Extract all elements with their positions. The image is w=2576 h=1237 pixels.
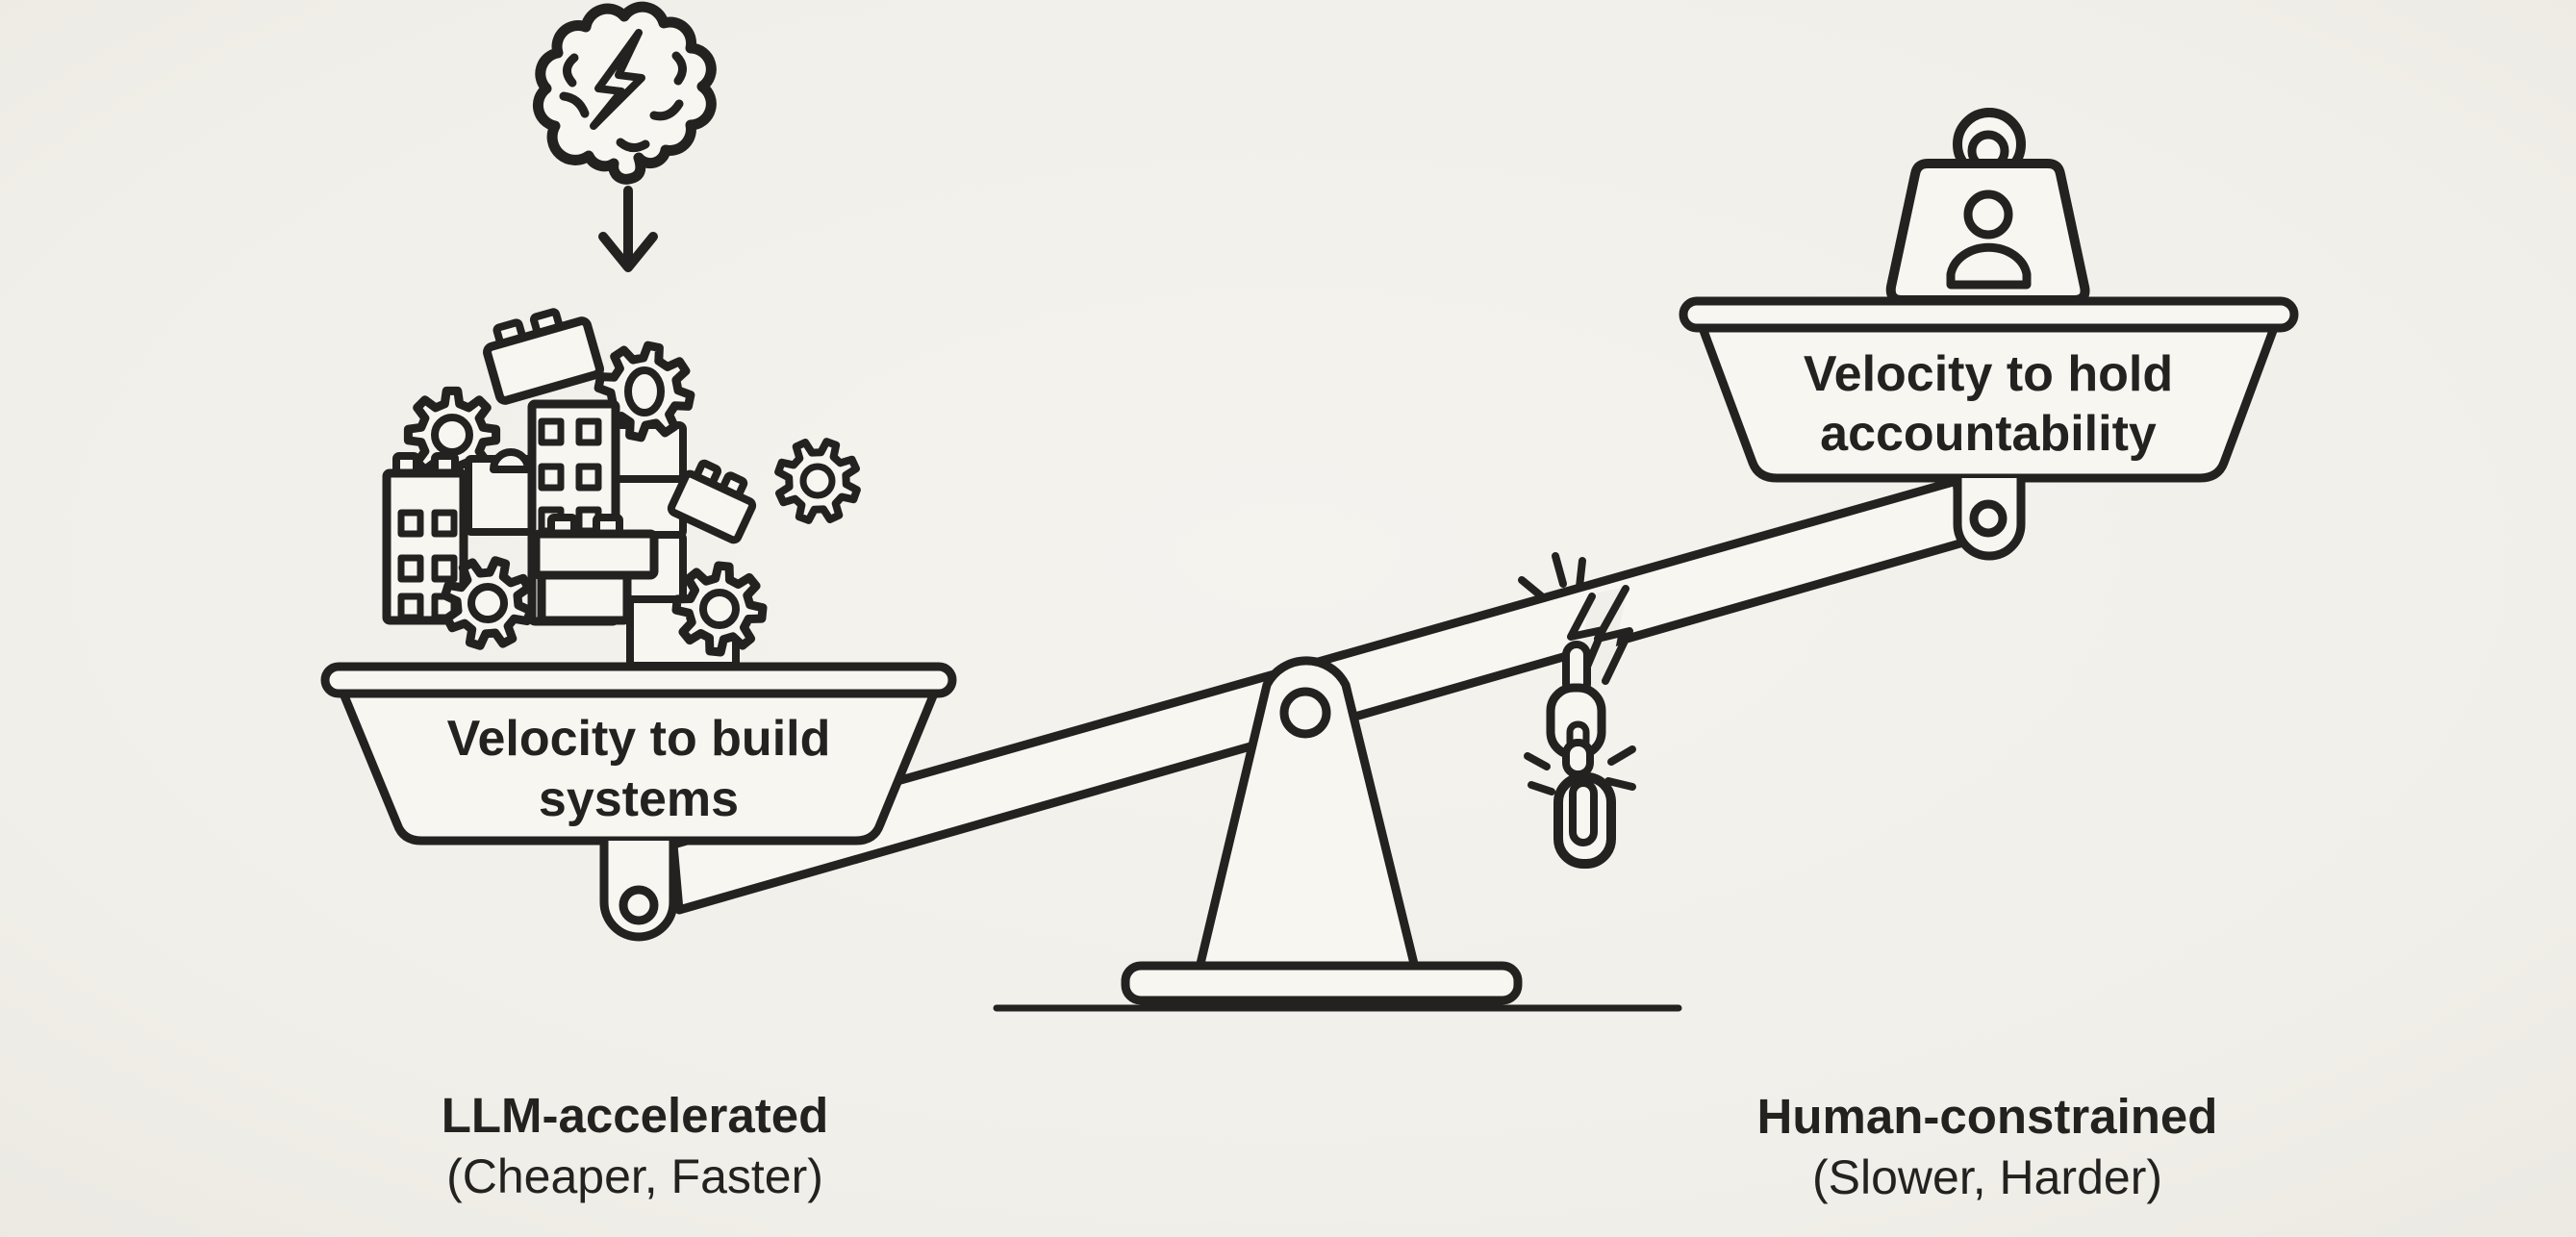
left-caption-title: LLM-accelerated [442,1088,828,1143]
right-caption-title: Human-constrained [1757,1089,2218,1144]
gear-icon [774,438,861,524]
right-pan-label-line1: Velocity to hold [1804,346,2173,402]
left-pan-body [339,689,939,846]
fulcrum [1121,656,1523,1005]
gear-icon [671,561,768,657]
down-arrow-icon [598,186,658,272]
right-caption: Human-constrained (Slower, Harder) [1757,1089,2218,1204]
gear-icon [441,556,535,650]
broken-chain-icon [1546,641,1616,869]
fulcrum-base [1121,961,1523,1005]
gear-icon [593,341,695,442]
brain-lightning-icon [532,1,717,185]
left-pan: Velocity to build systems [320,662,957,942]
systems-pile [382,308,861,669]
lego-brick-icon [667,459,757,544]
right-pan: Velocity to hold accountability [1679,108,2299,561]
left-pan-label-line2: systems [539,771,739,827]
building-icon [382,452,468,625]
right-pan-label-line2: accountability [1820,406,2157,462]
chain-break-spark-icon [1524,745,1636,795]
lego-brick-icon [483,308,604,405]
lego-brick-icon [531,514,659,625]
lightning-bolt-icon [590,29,645,130]
right-caption-subtitle: (Slower, Harder) [1812,1150,2162,1204]
person-icon [1946,189,2032,290]
left-hanger-hole [619,885,659,925]
right-hanger-hole [1969,499,2008,538]
left-caption: LLM-accelerated (Cheaper, Faster) [442,1088,828,1203]
arch-block-icon [465,448,536,536]
break-spark-icon [1518,552,1586,602]
pivot-hole [1279,687,1331,739]
left-pan-label-line1: Velocity to build [447,711,831,767]
left-caption-subtitle: (Cheaper, Faster) [446,1149,823,1203]
right-pan-body [1698,323,2279,483]
